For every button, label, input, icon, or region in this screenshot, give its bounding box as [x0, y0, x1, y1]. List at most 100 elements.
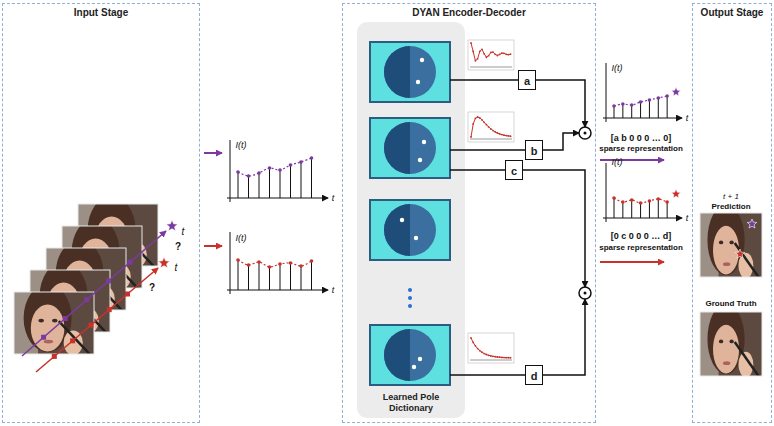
impulse-response [468, 112, 514, 142]
axis-label: t [332, 194, 335, 203]
caption-label: sparse representation [599, 145, 683, 153]
sample-dot [268, 166, 272, 170]
trajectory-label: t [175, 263, 178, 273]
pixel-sample [88, 323, 93, 328]
sample-dot [630, 198, 634, 202]
pole-atom [370, 118, 450, 178]
sum-dot [584, 292, 587, 295]
stem [269, 267, 270, 290]
face [713, 325, 739, 374]
response-dot [505, 135, 507, 137]
mouth [723, 361, 730, 365]
response-dot [499, 356, 501, 358]
response-dot [492, 51, 494, 53]
sample-dot [648, 98, 652, 102]
plot-ground [468, 112, 514, 142]
stem [269, 168, 270, 198]
stem [667, 96, 668, 118]
x-axis [603, 218, 682, 219]
atom-square [370, 200, 450, 260]
plot-axis [470, 360, 512, 361]
response-dot [508, 54, 510, 56]
sample-dot [278, 262, 282, 266]
pole-dot [418, 357, 422, 361]
sparse-plot [603, 163, 682, 222]
unit-circle-half [384, 46, 410, 98]
response-dot [481, 351, 483, 353]
face [713, 226, 739, 275]
stem [301, 162, 302, 198]
response-dot [479, 50, 481, 52]
response-dot [503, 134, 505, 136]
response-dot [494, 53, 496, 55]
stem [658, 98, 659, 118]
prediction-star [747, 219, 757, 228]
sample-dot [665, 200, 669, 204]
pole-dot [400, 218, 404, 222]
query-mark: ? [149, 283, 155, 293]
stem [658, 199, 659, 218]
signal-wire [450, 149, 525, 151]
response-curve [471, 338, 511, 358]
stage-panel: Input Stage [2, 3, 200, 423]
pixel-sample [63, 316, 68, 321]
response-dot [494, 356, 496, 358]
pixel-sample [125, 292, 130, 297]
prediction-frame [700, 213, 762, 277]
pixel-sample [70, 338, 75, 343]
stem [311, 261, 312, 290]
prediction-star [735, 249, 745, 258]
response-dot [501, 52, 503, 54]
pole-atom [370, 200, 450, 260]
stem [301, 266, 302, 290]
stem [259, 262, 260, 290]
eye [729, 241, 733, 245]
response-dot [486, 354, 488, 356]
response-dot [503, 357, 505, 359]
caption-label: sparse representation [599, 244, 683, 252]
pixel-sample [41, 335, 46, 340]
intensity-plot [227, 140, 328, 202]
atom-square [370, 325, 450, 385]
response-dot [481, 119, 483, 121]
sample-dot [257, 260, 261, 264]
response-dot [488, 354, 490, 356]
sample-dot [278, 168, 282, 172]
pole-atom [370, 42, 450, 102]
stem [238, 172, 239, 198]
response-dot [497, 132, 499, 134]
plot-ground [468, 333, 514, 363]
signal-wire [450, 169, 505, 171]
dictionary-label: Learned Pole Dictionary [361, 389, 461, 413]
sample-dot [648, 199, 652, 203]
coefficient-box: a [518, 70, 536, 90]
unit-circle-half [384, 329, 410, 381]
axis-label: I(t) [236, 234, 247, 243]
time-label: t + 1 [723, 193, 739, 201]
response-dot [477, 58, 479, 60]
response-dot [475, 345, 477, 347]
stem [649, 201, 650, 218]
signal-wire [543, 133, 579, 150]
pixel-sample [128, 260, 133, 265]
response-dot [505, 357, 507, 359]
panel-title: Input Stage [3, 4, 199, 18]
pole-dot [416, 80, 420, 84]
response-dot [486, 124, 488, 126]
x-axis [227, 290, 328, 291]
signal-wire [450, 374, 525, 376]
sample-dot [299, 160, 303, 164]
eye [52, 319, 58, 323]
eye [719, 241, 723, 245]
response-dot [510, 53, 512, 55]
response-dot [479, 117, 481, 119]
sample-dot [656, 197, 660, 201]
response-dot [477, 348, 479, 350]
stem [238, 260, 239, 290]
sample-dot [247, 174, 251, 178]
sample-dot [630, 103, 634, 107]
stem [280, 264, 281, 290]
sample-dot [665, 94, 669, 98]
stem [290, 263, 291, 290]
plot-axis [470, 139, 512, 140]
